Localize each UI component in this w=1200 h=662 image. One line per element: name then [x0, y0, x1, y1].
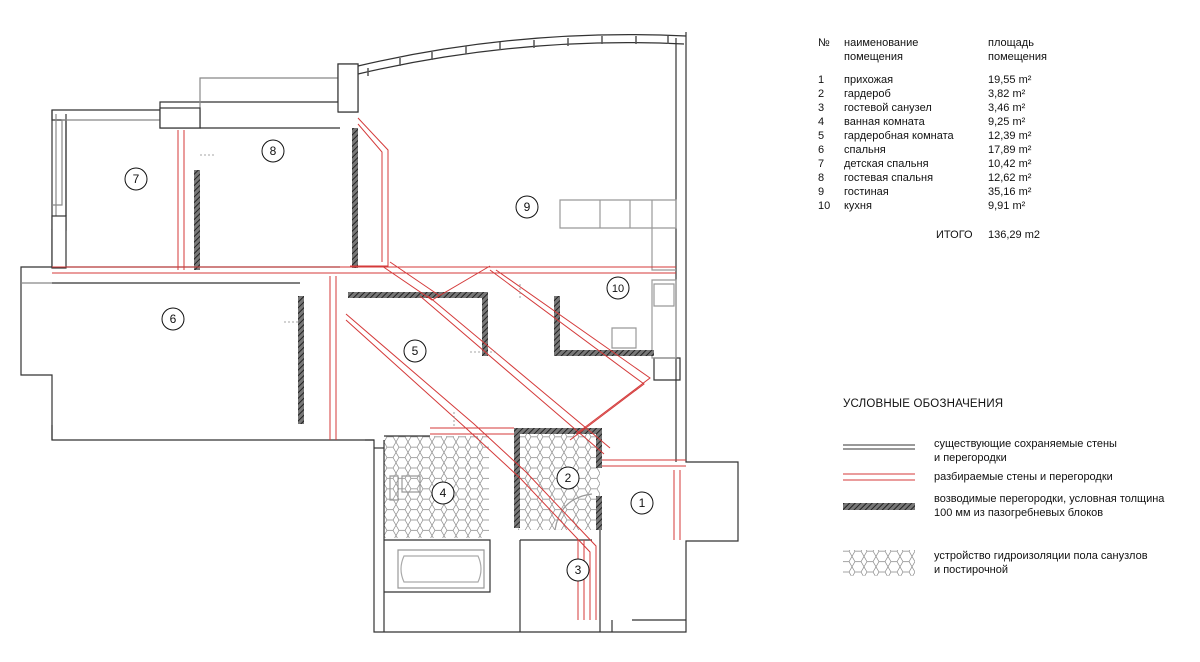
- row-area: 17,89 m²: [988, 144, 1032, 156]
- row-area: 9,25 m²: [988, 116, 1026, 128]
- room-number-1: 1: [639, 496, 646, 510]
- room-marker-1: [630, 491, 654, 515]
- total-label: ИТОГО: [936, 229, 973, 241]
- table-row: 10 кухня 9,91 m²: [812, 199, 1132, 213]
- legend-text: и перегородки: [934, 452, 1007, 464]
- table-row: 3 гостевой санузел 3,46 m²: [812, 101, 1132, 115]
- new-walls: [194, 128, 654, 530]
- row-number: 6: [818, 144, 825, 156]
- row-area: 10,42 m²: [988, 158, 1032, 170]
- row-number: 8: [818, 172, 825, 184]
- room-marker-7: [124, 167, 148, 191]
- room-number-5: 5: [412, 344, 419, 358]
- row-name: детская спальня: [844, 158, 929, 170]
- table-row: 9 гостиная 35,16 m²: [812, 185, 1132, 199]
- openings: [200, 154, 521, 426]
- room-marker-6: [161, 307, 185, 331]
- table-row: 5 гардеробная комната 12,39 m²: [812, 129, 1132, 143]
- row-number: 3: [818, 102, 825, 114]
- room-number-2: 2: [565, 471, 572, 485]
- room-marker-8: [261, 139, 285, 163]
- row-area: 12,62 m²: [988, 172, 1032, 184]
- table-row: 2 гардероб 3,82 m²: [812, 87, 1132, 101]
- row-name: гостевая спальня: [844, 172, 934, 184]
- row-area: 9,91 m²: [988, 200, 1026, 212]
- legend-item-new-wall: возводимые перегородки, условная толщина…: [934, 492, 1174, 520]
- room-number-10: 10: [612, 283, 624, 295]
- legend-item-demolish: разбираемые стены и перегородки: [934, 470, 1174, 484]
- row-area: 12,39 m²: [988, 130, 1032, 142]
- room-marker-4: [431, 481, 455, 505]
- row-area: 19,55 m²: [988, 74, 1032, 86]
- row-number: 2: [818, 88, 825, 100]
- row-number: 7: [818, 158, 825, 170]
- row-name: ванная комната: [844, 116, 925, 128]
- window-ticks: [367, 36, 669, 76]
- row-name: прихожая: [844, 74, 894, 86]
- room-number-8: 8: [270, 144, 277, 158]
- row-number: 5: [818, 130, 825, 142]
- header-number: №: [818, 37, 830, 49]
- table-row: 1 прихожая 19,55 m²: [812, 73, 1132, 87]
- row-number: 10: [818, 200, 831, 212]
- table-row: 4 ванная комната 9,25 m²: [812, 115, 1132, 129]
- legend-title: УСЛОВНЫЕ ОБОЗНАЧЕНИЯ: [843, 398, 1004, 410]
- table-row: 8 гостевая спальня 12,62 m²: [812, 171, 1132, 185]
- room-number-3: 3: [575, 563, 582, 577]
- columns: [51, 63, 359, 269]
- legend-text: возводимые перегородки, условная толщина: [934, 493, 1165, 505]
- room-number-6: 6: [170, 312, 177, 326]
- row-name: гостиная: [844, 186, 889, 198]
- room-numbers: 1 2 3 4 5 6 7 8 9 10: [133, 144, 646, 577]
- header-name-line2: помещения: [844, 51, 903, 63]
- legend-swatch-new-wall: [843, 503, 915, 510]
- row-number: 4: [818, 116, 825, 128]
- header-area-line1: площадь: [988, 37, 1034, 49]
- room-number-7: 7: [133, 172, 140, 186]
- room-markers: [124, 139, 654, 582]
- header-area-line2: помещения: [988, 51, 1047, 63]
- room-marker-3: [566, 558, 590, 582]
- row-number: 9: [818, 186, 825, 198]
- row-name: гостевой санузел: [844, 102, 932, 114]
- row-name: кухня: [844, 200, 872, 212]
- row-area: 35,16 m²: [988, 186, 1032, 198]
- row-number: 1: [818, 74, 825, 86]
- room-marker-5: [403, 339, 427, 363]
- room-number-4: 4: [440, 486, 447, 500]
- table-row: 6 спальня 17,89 m²: [812, 143, 1132, 157]
- legend-item-waterproofing: устройство гидроизоляции пола санузлов и…: [934, 549, 1174, 577]
- legend-swatch-waterproofing: [843, 550, 915, 576]
- row-area: 3,46 m²: [988, 102, 1026, 114]
- legend-swatches: [843, 444, 915, 576]
- room-marker-2: [556, 466, 580, 490]
- room-number-9: 9: [524, 200, 531, 214]
- room-marker-10: [606, 276, 630, 300]
- header-name-line1: наименование: [844, 37, 919, 49]
- row-name: гардероб: [844, 88, 891, 100]
- total-value: 136,29 m2: [988, 229, 1040, 241]
- table-row: 7 детская спальня 10,42 m²: [812, 157, 1132, 171]
- existing-walls: [20, 32, 739, 633]
- row-name: спальня: [844, 144, 886, 156]
- legend-text: и постирочной: [934, 564, 1009, 576]
- legend-item-existing: существующие сохраняемые стены и перегор…: [934, 437, 1174, 465]
- demolished-walls: [52, 117, 686, 620]
- row-name: гардеробная комната: [844, 130, 954, 142]
- legend-text: 100 мм из пазогребневых блоков: [934, 507, 1104, 519]
- legend-text: устройство гидроизоляции пола санузлов: [934, 550, 1148, 562]
- legend-text: разбираемые стены и перегородки: [934, 471, 1113, 483]
- room-marker-9: [515, 195, 539, 219]
- row-area: 3,82 m²: [988, 88, 1026, 100]
- legend-text: существующие сохраняемые стены: [934, 438, 1117, 450]
